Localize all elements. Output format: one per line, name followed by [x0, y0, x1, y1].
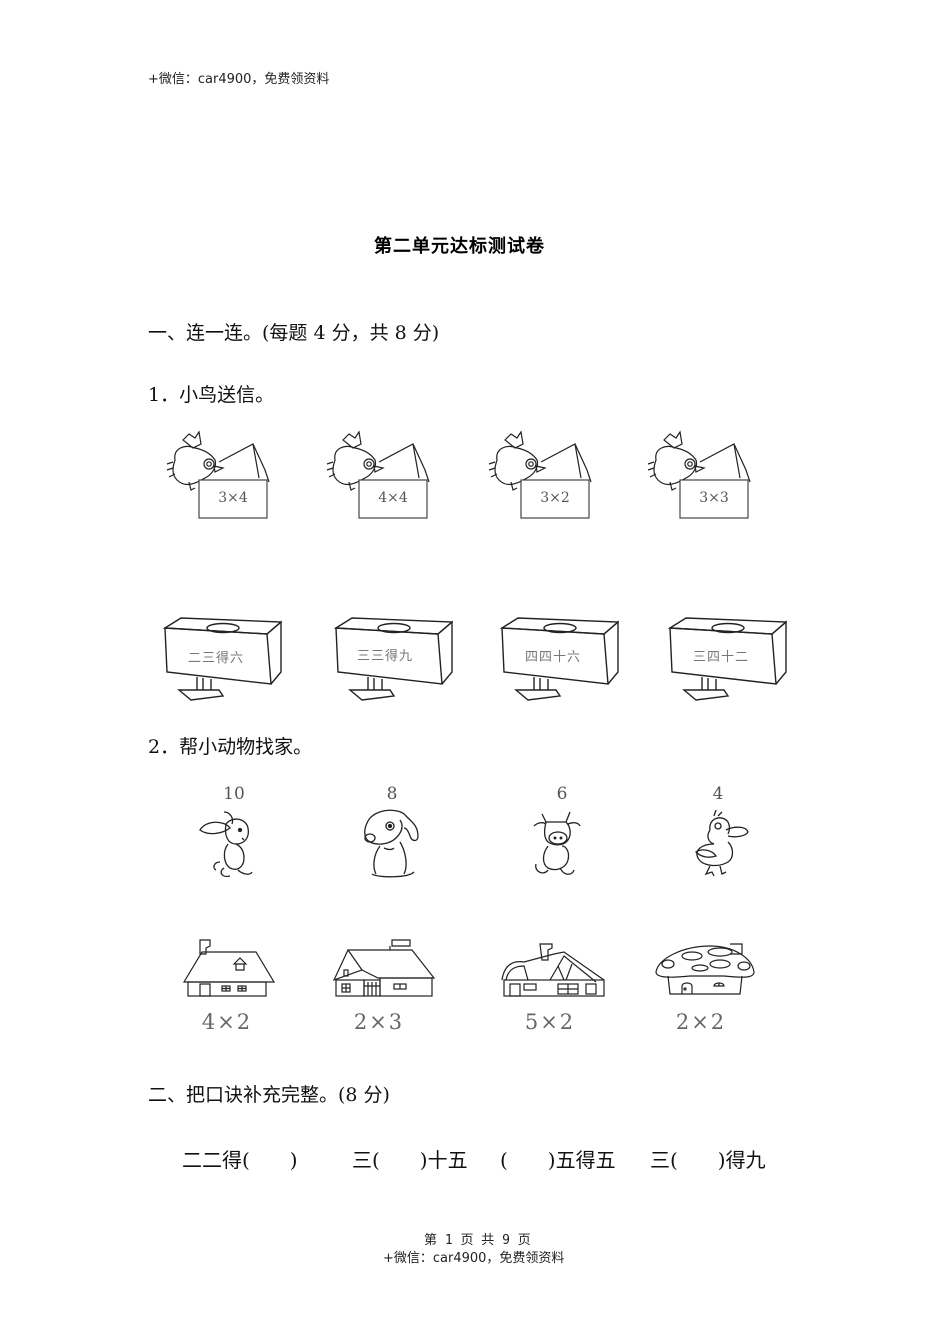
question-1-label: 1．小鸟送信。: [148, 384, 275, 406]
section-1-heading: 一、连一连。(每题 4 分，共 8 分): [148, 322, 440, 344]
fill-in-item[interactable]: ( )五得五: [500, 1148, 616, 1172]
mailbox-icon: [333, 617, 453, 701]
mailbox-label: 三四十二: [692, 650, 749, 665]
mailbox-icon: [162, 617, 282, 701]
question-2-label: 2．帮小动物找家。: [148, 736, 313, 758]
watermark-bottom: +微信：car4900，免费领资料: [383, 1251, 565, 1266]
gabled-house-icon: [332, 939, 436, 997]
house-mushroom[interactable]: [654, 940, 759, 998]
mailbox[interactable]: 二三得六: [157, 614, 282, 704]
bird-card-label: 3×4: [218, 490, 248, 506]
bird-with-card[interactable]: 3×4: [165, 430, 275, 522]
animal-dog[interactable]: 8: [360, 784, 430, 880]
bird-with-card[interactable]: 4×4: [325, 430, 435, 522]
chalet-house-icon: [501, 943, 605, 997]
animal-number: 6: [556, 784, 568, 804]
house-chalet[interactable]: [500, 940, 605, 998]
bird-icon: [326, 430, 430, 519]
duck-icon: [694, 809, 749, 877]
section-2-heading: 二、把口诀补充完整。(8 分): [148, 1084, 390, 1106]
animal-duck[interactable]: 4: [688, 784, 758, 880]
animal-number: 8: [386, 784, 398, 804]
house-cottage[interactable]: [180, 936, 275, 998]
mailbox-icon: [667, 617, 787, 701]
mushroom-house-icon: [655, 943, 755, 995]
bird-card-label: 4×4: [378, 490, 408, 506]
fill-in-item[interactable]: 二二得( ): [182, 1148, 298, 1172]
bird-icon: [166, 430, 270, 519]
bird-icon: [647, 430, 751, 519]
bird-with-card[interactable]: 3×2: [487, 430, 597, 522]
bird-card-label: 3×3: [699, 490, 729, 506]
mailbox[interactable]: 三四十二: [662, 614, 787, 704]
bird-icon: [488, 430, 592, 519]
mailbox-label: 四四十六: [524, 650, 581, 665]
fill-in-item[interactable]: 三( )十五: [352, 1148, 468, 1172]
mailbox[interactable]: 三三得九: [328, 614, 453, 704]
bird-card-label: 3×2: [540, 490, 570, 506]
mailbox[interactable]: 四四十六: [494, 614, 619, 704]
animal-rabbit[interactable]: 10: [196, 784, 266, 880]
house-expression: 2×3: [353, 1010, 405, 1034]
cottage-house-icon: [182, 939, 275, 997]
mailbox-label: 二三得六: [187, 651, 244, 666]
fill-in-item[interactable]: 三( )得九: [650, 1148, 766, 1172]
calf-icon: [533, 811, 581, 875]
page-title: 第二单元达标测试卷: [374, 236, 545, 257]
house-expression: 2×2: [675, 1010, 727, 1034]
animal-number: 10: [223, 784, 245, 804]
mailbox-icon: [499, 617, 619, 701]
house-gabled[interactable]: [332, 936, 437, 998]
house-expression: 5×2: [524, 1010, 576, 1034]
dog-icon: [364, 809, 419, 878]
bird-with-card[interactable]: 3×3: [646, 430, 756, 522]
animal-number: 4: [712, 784, 724, 804]
house-expression: 4×2: [201, 1010, 253, 1034]
animal-calf[interactable]: 6: [530, 784, 600, 880]
mailbox-label: 三三得九: [356, 649, 413, 664]
rabbit-icon: [199, 811, 253, 878]
page-number: 第 1 页 共 9 页: [424, 1233, 531, 1248]
watermark-top: +微信：car4900，免费领资料: [148, 72, 330, 87]
